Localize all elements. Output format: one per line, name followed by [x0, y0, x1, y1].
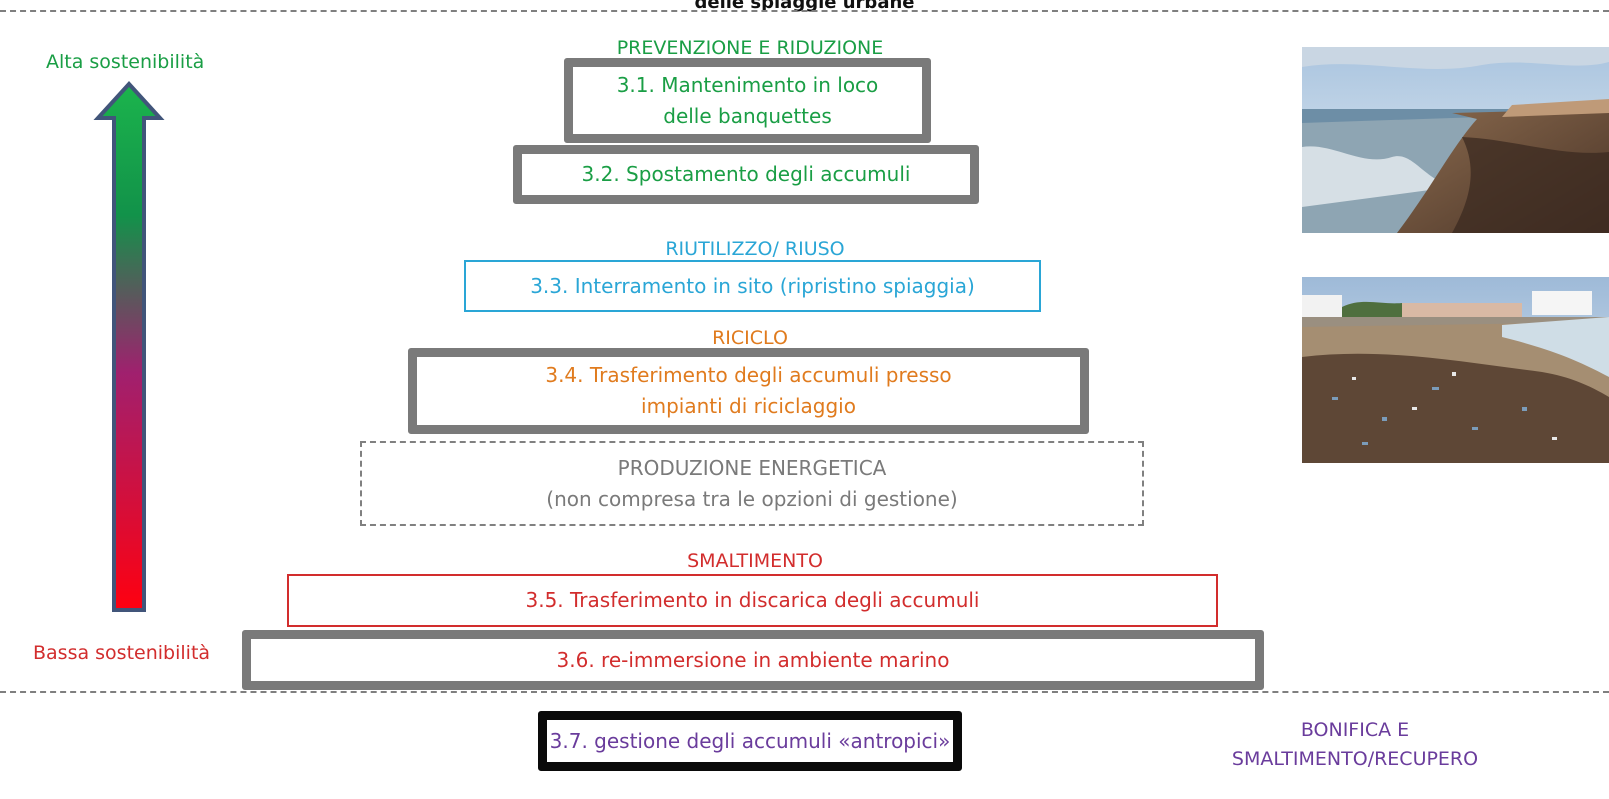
category-riutilizzo: RIUTILIZZO/ RIUSO — [665, 238, 845, 260]
beach-photo-urban — [1302, 277, 1609, 463]
category-bonifica-line2: SMALTIMENTO/RECUPERO — [1231, 748, 1479, 770]
option-3-1-box: 3.1. Mantenimento in loco delle banquett… — [564, 58, 931, 143]
option-3-4-box: 3.4. Trasferimento degli accumuli presso… — [408, 348, 1089, 434]
option-3-5-box: 3.5. Trasferimento in discarica degli ac… — [287, 574, 1218, 627]
category-bonifica: BONIFICA E SMALTIMENTO/RECUPERO — [1180, 716, 1530, 774]
option-3-3-label: 3.3. Interramento in sito (ripristino sp… — [530, 273, 975, 298]
option-3-4-line2: impianti di riciclaggio — [641, 394, 856, 418]
category-prevenzione: PREVENZIONE E RIDUZIONE — [616, 37, 884, 59]
high-sustainability-label: Alta sostenibilità — [46, 51, 205, 73]
option-3-1-line2: delle banquettes — [663, 103, 832, 128]
option-3-2-box: 3.2. Spostamento degli accumuli — [513, 145, 979, 204]
option-3-7-box: 3.7. gestione degli accumuli «antropici» — [538, 711, 962, 771]
option-3-1-line1: 3.1. Mantenimento in loco — [616, 72, 879, 97]
energy-production-box: PRODUZIONE ENERGETICA (non compresa tra … — [360, 441, 1144, 526]
top-dashed-divider — [0, 10, 1609, 12]
option-3-6-box: 3.6. re-immersione in ambiente marino — [242, 630, 1264, 690]
option-3-2-label: 3.2. Spostamento degli accumuli — [581, 162, 911, 186]
energy-production-line2: (non compresa tra le opzioni di gestione… — [546, 486, 958, 511]
option-3-3-box: 3.3. Interramento in sito (ripristino sp… — [464, 260, 1041, 312]
option-3-4-line1: 3.4. Trasferimento degli accumuli presso — [545, 363, 952, 387]
energy-production-line1: PRODUZIONE ENERGETICA — [617, 455, 887, 480]
category-smaltimento: SMALTIMENTO — [687, 550, 823, 572]
category-bonifica-line1: BONIFICA E — [1300, 719, 1410, 741]
option-3-6-label: 3.6. re-immersione in ambiente marino — [556, 647, 950, 672]
low-sustainability-label: Bassa sostenibilità — [33, 642, 211, 664]
cut-header-text: delle spiaggie urbane — [694, 0, 915, 13]
beach-photo-banquettes — [1302, 47, 1609, 233]
sustainability-arrow — [93, 81, 165, 612]
bottom-dashed-divider — [0, 691, 1609, 693]
option-3-5-label: 3.5. Trasferimento in discarica degli ac… — [525, 588, 980, 612]
category-riciclo: RICICLO — [712, 327, 788, 349]
option-3-7-label: 3.7. gestione degli accumuli «antropici» — [549, 728, 951, 753]
